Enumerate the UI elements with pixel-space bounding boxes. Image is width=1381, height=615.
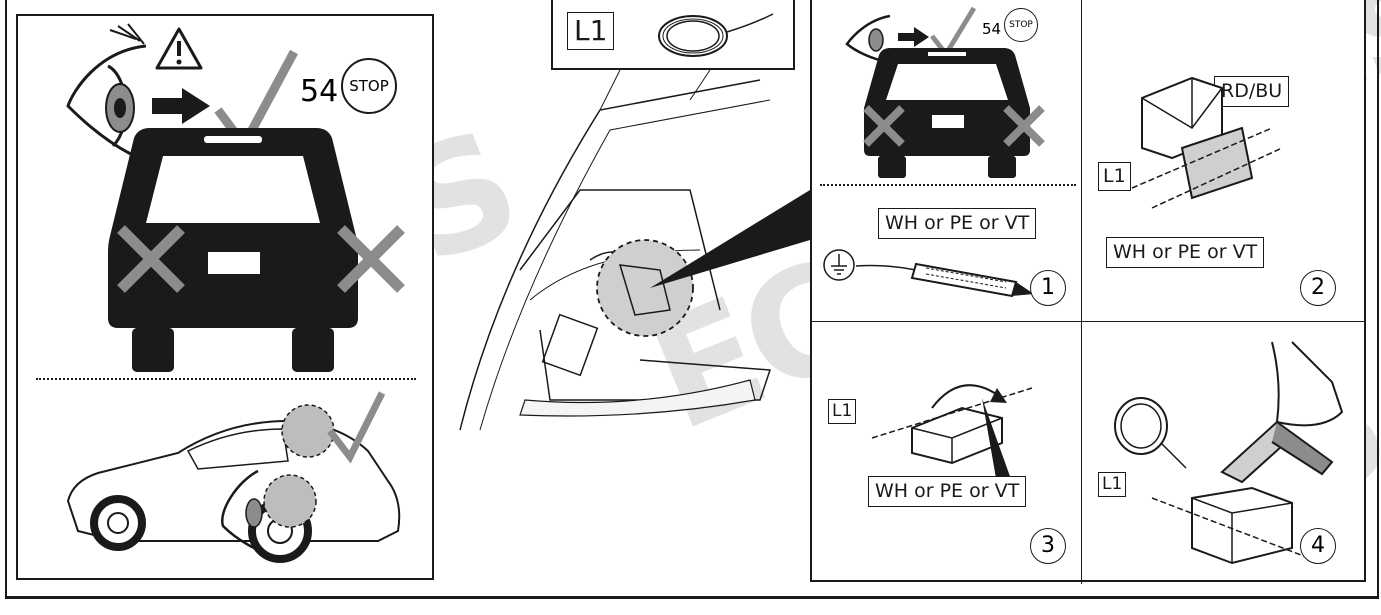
step2-wire-label-tap: WH or PE or VT xyxy=(1106,237,1264,268)
wire-label-l1: L1 xyxy=(567,12,614,50)
step2-wire-label-l1: L1 xyxy=(1098,162,1131,191)
step3-wire-label-l1: L1 xyxy=(828,399,856,424)
test-probe-icon xyxy=(856,246,1036,306)
divider xyxy=(36,378,416,380)
step4-number: 4 xyxy=(1300,528,1336,564)
ground-icon xyxy=(822,248,856,282)
arrow-right-icon xyxy=(152,86,212,126)
grid-divider-vertical xyxy=(1081,0,1082,584)
arrow-right-icon xyxy=(898,26,930,48)
left-panel: 54 STOP xyxy=(16,14,434,580)
steps-grid: 54 STOP WH or PE or VT 1 RD/BU L1 WH or … xyxy=(810,0,1366,582)
stop-badge: STOP xyxy=(1004,8,1038,42)
wire-coil-icon xyxy=(1106,388,1186,468)
connector-illustration xyxy=(1132,68,1282,208)
grid-divider-horizontal xyxy=(812,321,1364,322)
wire-coil-icon xyxy=(643,4,783,64)
step2-number: 2 xyxy=(1300,270,1336,306)
step4-wire-label-l1: L1 xyxy=(1098,472,1126,497)
stop-label: STOP xyxy=(349,77,389,95)
cross-icon xyxy=(116,224,186,294)
zoom-pointer xyxy=(640,180,820,320)
car-side-illustration xyxy=(58,391,418,571)
divider xyxy=(820,184,1076,186)
stop-badge: STOP xyxy=(341,58,397,114)
circuit-number: 54 xyxy=(982,20,1001,38)
warning-icon xyxy=(154,26,204,71)
cross-icon xyxy=(336,224,406,294)
step3-number: 3 xyxy=(1030,528,1066,564)
step1-wire-label: WH or PE or VT xyxy=(878,208,1036,239)
wire-label-box: L1 xyxy=(551,0,795,70)
step1-number: 1 xyxy=(1030,270,1066,306)
step3-wire-label-tap: WH or PE or VT xyxy=(868,476,1026,507)
pliers-icon xyxy=(1182,342,1352,482)
circuit-number: 54 xyxy=(300,74,338,109)
cross-icon xyxy=(862,104,906,148)
cross-icon xyxy=(1002,104,1046,148)
pointer-icon xyxy=(962,398,1022,488)
stop-label: STOP xyxy=(1009,20,1033,30)
